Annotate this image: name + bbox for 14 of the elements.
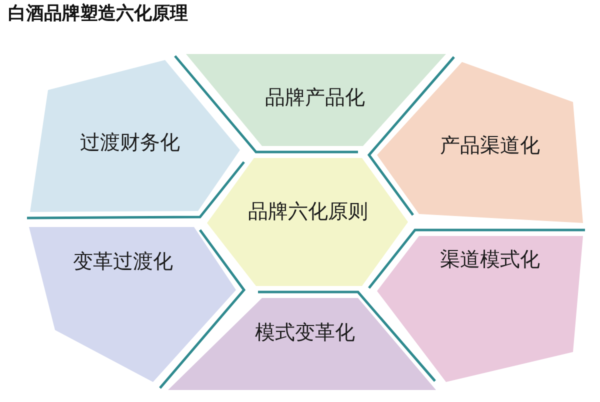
pentagon-panel (377, 62, 583, 223)
hexagon-panel (207, 158, 408, 286)
panel-label: 品牌产品化 (265, 86, 365, 110)
panel-label: 过渡财务化 (80, 131, 180, 155)
pentagon-panel (29, 227, 236, 382)
panel-label: 变革过渡化 (73, 250, 173, 274)
trapezoid-panel (168, 298, 436, 390)
pentagon-panel (30, 60, 240, 212)
panel-label: 产品渠道化 (440, 134, 540, 158)
panel-label: 模式变革化 (255, 321, 355, 345)
panel-label: 渠道模式化 (440, 248, 540, 272)
diagram-title: 白酒品牌塑造六化原理 (8, 3, 188, 25)
panel-label: 品牌六化原则 (248, 200, 368, 224)
pentagon-panel (377, 236, 583, 382)
